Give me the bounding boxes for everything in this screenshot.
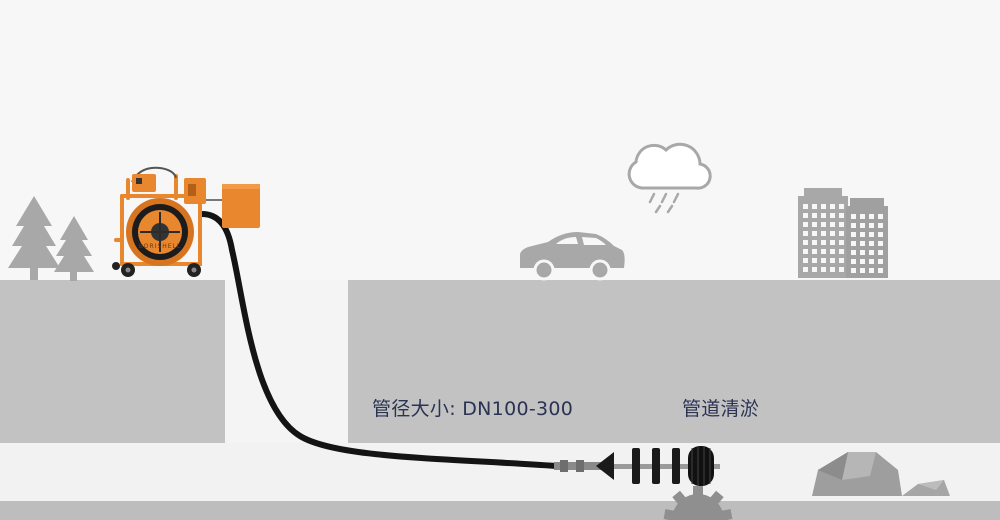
building-window <box>839 204 844 209</box>
building-window <box>860 232 865 237</box>
bottom-band <box>0 501 1000 520</box>
building-window <box>812 249 817 254</box>
building-window <box>878 241 883 246</box>
building-window <box>821 267 826 272</box>
building-window <box>878 232 883 237</box>
building-window <box>812 240 817 245</box>
building-window <box>803 213 808 218</box>
car-icon <box>520 232 625 281</box>
building-window <box>839 267 844 272</box>
machine-brand-text: BORISHELL <box>139 243 181 250</box>
building-window <box>851 241 856 246</box>
building-window <box>803 267 808 272</box>
gear-icon <box>663 486 733 520</box>
building-window <box>851 268 856 273</box>
building-window <box>821 231 826 236</box>
building-window <box>839 213 844 218</box>
building-window <box>821 213 826 218</box>
building-window <box>821 258 826 263</box>
brush-tool-icon <box>554 446 720 486</box>
building-window <box>830 249 835 254</box>
function-label: 管道清淤 <box>682 398 760 420</box>
building-window <box>878 250 883 255</box>
building-window <box>851 259 856 264</box>
building-window <box>869 232 874 237</box>
building-window <box>803 258 808 263</box>
buildings-icon <box>798 188 888 278</box>
building-window <box>830 258 835 263</box>
building-window <box>851 232 856 237</box>
building-window <box>860 268 865 273</box>
building-window <box>830 231 835 236</box>
building-window <box>851 223 856 228</box>
building-window <box>878 259 883 264</box>
building-window <box>860 214 865 219</box>
building-window <box>839 240 844 245</box>
building-window <box>839 222 844 227</box>
building-window <box>821 240 826 245</box>
building-window <box>878 223 883 228</box>
building-window <box>803 249 808 254</box>
building-window <box>860 223 865 228</box>
building-window <box>803 231 808 236</box>
building-window <box>830 267 835 272</box>
building-window <box>812 258 817 263</box>
pipe-size-label: 管径大小: DN100-300 <box>372 398 574 420</box>
building-window <box>830 222 835 227</box>
building-window <box>830 204 835 209</box>
hose-cable <box>199 211 559 469</box>
tree-icon <box>8 196 60 280</box>
building-window <box>812 222 817 227</box>
building-window <box>869 268 874 273</box>
building-window <box>851 214 856 219</box>
building-window <box>812 213 817 218</box>
cloud-rain-icon <box>627 142 712 214</box>
building-window <box>869 259 874 264</box>
building-window <box>869 250 874 255</box>
ground-left-block <box>0 280 225 443</box>
building-window <box>830 240 835 245</box>
tree-icon <box>54 216 94 281</box>
building-window <box>869 241 874 246</box>
cable-reel-machine-icon: BORISHELL <box>112 166 260 277</box>
building-window <box>812 204 817 209</box>
ground-right-block <box>348 280 1000 443</box>
building-window <box>860 241 865 246</box>
building-window <box>803 240 808 245</box>
building-window <box>821 222 826 227</box>
building-window <box>869 223 874 228</box>
building-window <box>860 250 865 255</box>
building-window <box>839 258 844 263</box>
building-window <box>869 214 874 219</box>
building-window <box>878 268 883 273</box>
building-window <box>821 204 826 209</box>
building-window <box>839 249 844 254</box>
building-window <box>803 204 808 209</box>
building-window <box>851 250 856 255</box>
rock-icon <box>812 452 950 496</box>
building-window <box>812 231 817 236</box>
building-window <box>860 259 865 264</box>
building-window <box>830 213 835 218</box>
building-window <box>878 214 883 219</box>
building-window <box>803 222 808 227</box>
building-window <box>821 249 826 254</box>
building-window <box>839 231 844 236</box>
building-window <box>812 267 817 272</box>
